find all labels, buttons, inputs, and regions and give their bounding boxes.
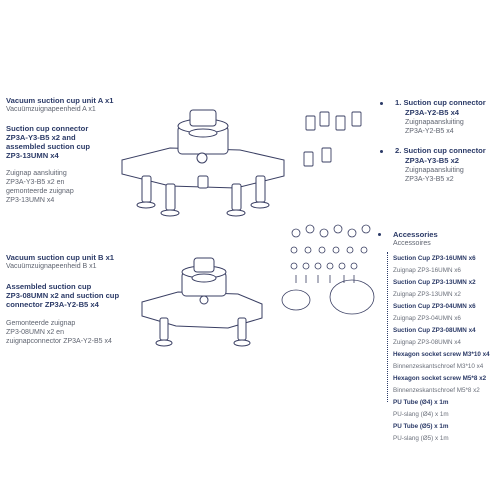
accessory-item-4: Suction Cup ZP3-08UMN x4 <box>393 327 476 334</box>
accessories-title: Accessories <box>393 230 438 239</box>
unit-b-parts-line-2: ZP3-08UMN x2 and suction cup <box>6 291 120 300</box>
unit-a-parts-line-3: assembled suction cup <box>6 142 90 151</box>
unit-b-title: Vacuum suction cup unit B x1 <box>6 253 115 262</box>
accessory-item-1: Suction Cup ZP3-16UMN x6 <box>393 255 476 262</box>
connector-2-nl-2: ZP3A-Y3-B5 x2 <box>405 176 454 183</box>
accessory-item-3: Suction Cup ZP3-04UMN x6 <box>393 303 476 310</box>
unit-a-title: Vacuum suction cup unit A x1 <box>6 96 114 105</box>
connector-2-pointer-dot <box>380 150 383 153</box>
accessory-item-6: Hexagon socket screw M5*8 x2 <box>393 375 487 382</box>
accessory-item-8: PU Tube (Ø5) x 1m <box>393 423 449 430</box>
unit-a-title-nl: Vacuümzuignapeenheid A x1 <box>6 106 96 113</box>
unit-b-parts-nl-1: Gemonteerde zuignap <box>6 320 76 327</box>
accessories-title-nl: Accessoires <box>393 240 431 247</box>
connector-2-title: 2. Suction cup connector <box>395 146 486 155</box>
accessories-bracket-line <box>387 252 388 402</box>
unit-a-parts-nl-4: ZP3-13UMN x4 <box>6 197 55 204</box>
accessory-item-1-nl: Zuignap ZP3-16UMN x6 <box>393 267 461 274</box>
unit-a-parts-nl-3: gemonteerde zuignap <box>6 188 74 195</box>
unit-b-parts-line-1: Assembled suction cup <box>6 282 92 291</box>
connector-2-nl-1: Zuignapaansluiting <box>405 167 464 174</box>
accessory-item-6-nl: Binnenzeskantschroef M5*8 x2 <box>393 387 480 394</box>
accessory-item-3-nl: Zuignap ZP3-04UMN x6 <box>393 315 461 322</box>
connector-1-pointer-dot <box>380 102 383 105</box>
accessory-item-2-nl: Zuignap ZP3-13UMN x2 <box>393 291 461 298</box>
accessory-item-4-nl: Zuignap ZP3-08UMN x4 <box>393 339 461 346</box>
connector-2-code: ZP3A-Y3-B5 x2 <box>405 156 460 165</box>
accessory-item-2: Suction Cup ZP3-13UMN x2 <box>393 279 476 286</box>
connector-1-nl-1: Zuignapaansluiting <box>405 119 464 126</box>
unit-a-parts-line-4: ZP3-13UMN x4 <box>6 151 59 160</box>
connector-1-nl-2: ZP3A-Y2-B5 x4 <box>405 128 454 135</box>
unit-a-parts-line-1: Suction cup connector <box>6 124 89 133</box>
unit-b-parts-line-3: connector ZP3A-Y2-B5 x4 <box>6 300 99 309</box>
accessory-item-8-nl: PU-slang (Ø5) x 1m <box>393 435 449 442</box>
accessory-item-7: PU Tube (Ø4) x 1m <box>393 399 449 406</box>
unit-b-parts-nl-3: zuignapconnector ZP3A-Y2-B5 x4 <box>6 338 112 345</box>
accessory-item-5: Hexagon socket screw M3*10 x4 <box>393 351 490 358</box>
unit-b-parts-nl-2: ZP3-08UMN x2 en <box>6 329 64 336</box>
accessories-pointer-dot <box>378 233 381 236</box>
unit-a-parts-line-2: ZP3A-Y3-B5 x2 and <box>6 133 76 142</box>
accessory-item-7-nl: PU-slang (Ø4) x 1m <box>393 411 449 418</box>
unit-a-parts-nl-2: ZP3A-Y3-B5 x2 en <box>6 179 65 186</box>
connector-1-title: 1. Suction cup connector <box>395 98 486 107</box>
connector-1-code: ZP3A-Y2-B5 x4 <box>405 108 460 117</box>
accessory-item-5-nl: Binnenzeskantschroef M3*10 x4 <box>393 363 484 370</box>
unit-b-title-nl: Vacuümzuignapeenheid B x1 <box>6 263 97 270</box>
unit-a-parts-nl-1: Zuignap aansluiting <box>6 170 67 177</box>
